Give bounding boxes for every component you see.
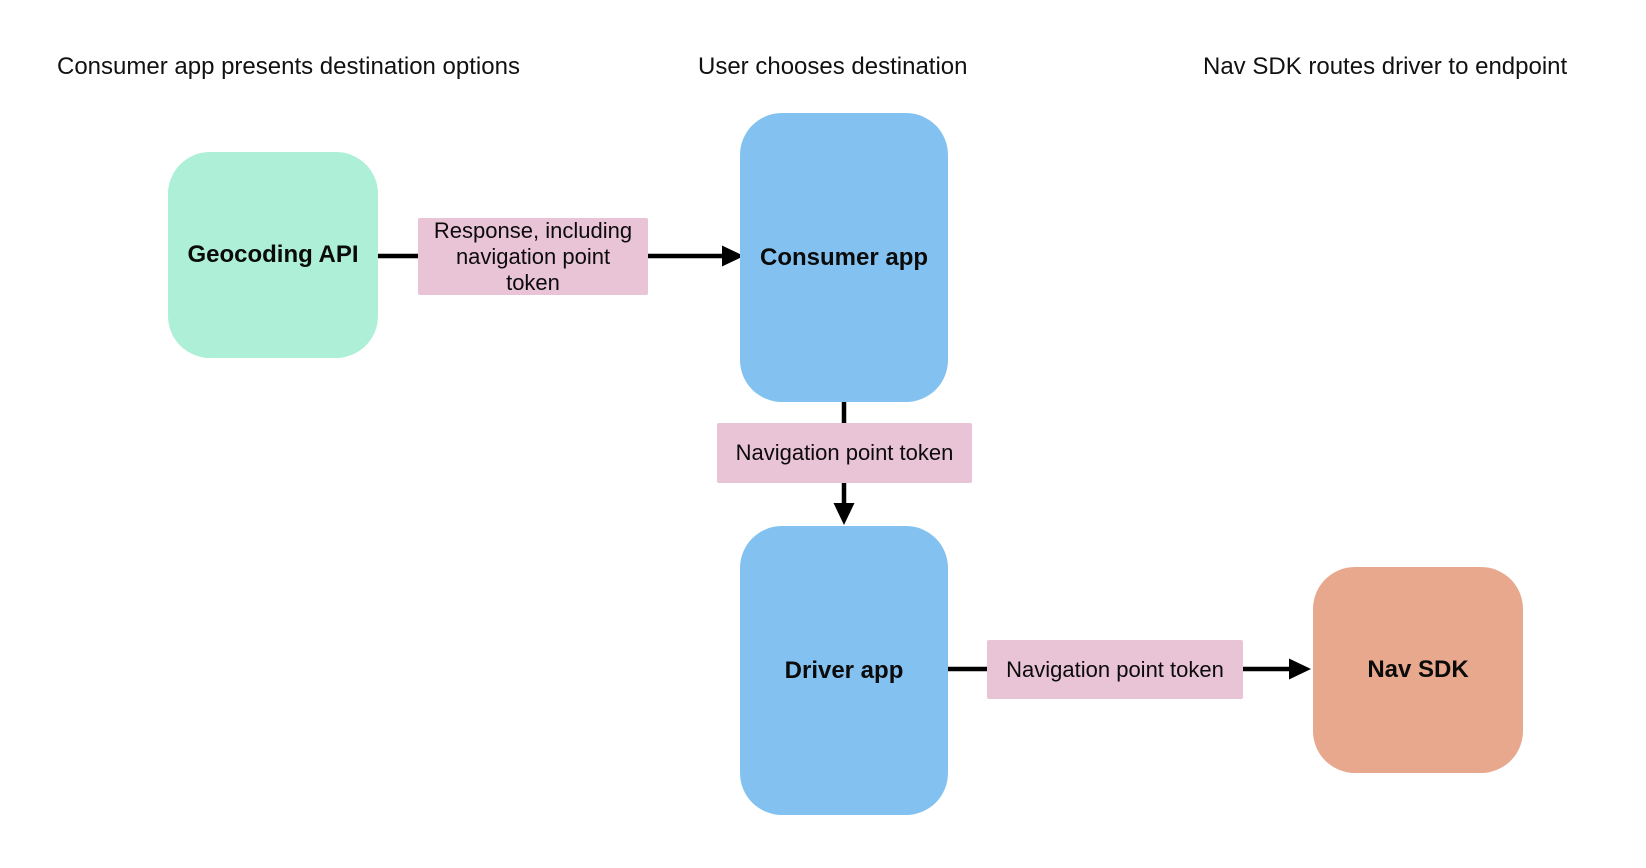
arrowhead-into-driver-app: [833, 503, 855, 525]
edge-label-response-navigation-point-token: Response, including navigation point tok…: [418, 218, 648, 295]
edge-label-navigation-point-token-consumer-to-driver: Navigation point token: [717, 423, 972, 483]
node-consumer-app: Consumer app: [740, 113, 948, 402]
column-header-nav-sdk-routes-driver: Nav SDK routes driver to endpoint: [1203, 53, 1568, 80]
arrowhead-into-nav-sdk: [1289, 658, 1311, 680]
edge-label-navigation-point-token-driver-to-navsdk: Navigation point token: [987, 640, 1243, 699]
column-header-user-chooses-destination: User chooses destination: [698, 53, 968, 80]
node-driver-app: Driver app: [740, 526, 948, 815]
node-geocoding-api: Geocoding API: [168, 152, 378, 358]
column-header-consumer-presents-destinations: Consumer app presents destination option…: [57, 53, 520, 80]
node-nav-sdk: Nav SDK: [1313, 567, 1523, 773]
